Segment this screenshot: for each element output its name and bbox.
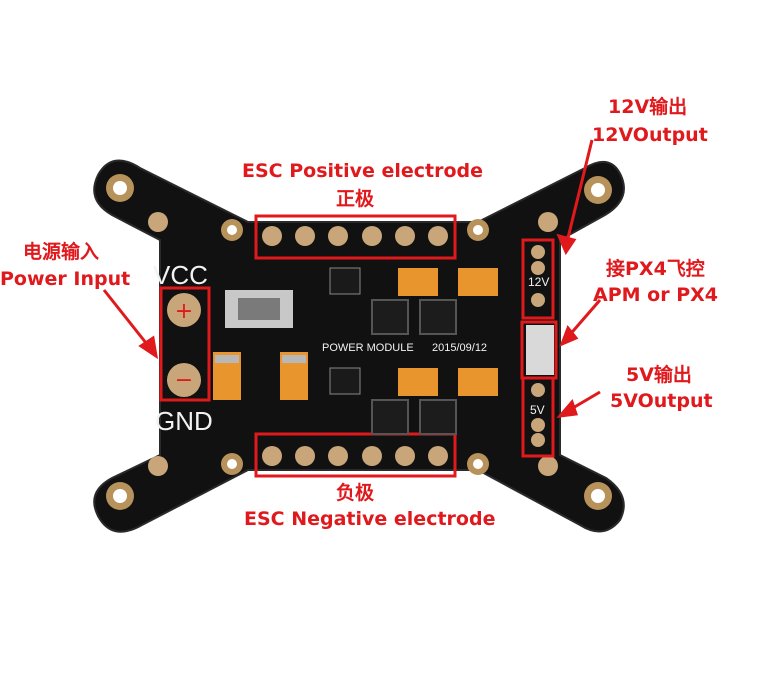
esc-negative-pads — [262, 446, 448, 466]
out5-box — [521, 376, 555, 458]
pcb-board — [93, 159, 625, 533]
esc-positive-pads — [262, 226, 448, 246]
out12-cn-label: 12V输出 — [608, 96, 688, 118]
px4-label: APM or PX4 — [593, 284, 718, 306]
gnd-label: GND — [155, 406, 213, 436]
esc-positive-cn-label: 正极 — [336, 188, 375, 210]
out12-label: 12VOutput — [592, 124, 708, 146]
v5-label: 5V — [530, 403, 545, 417]
esc-positive-box — [254, 214, 457, 260]
power-input-pads: + − — [167, 293, 201, 397]
mount-holes — [106, 174, 612, 510]
px4-cn-label: 接PX4飞控 — [606, 258, 705, 280]
components — [213, 267, 498, 435]
out12-box — [521, 238, 555, 320]
date-label: 2015/09/12 — [432, 342, 488, 354]
module-label: POWER MODULE — [322, 342, 414, 354]
out5-cn-label: 5V输出 — [626, 364, 692, 386]
power-input-cn-label: 电源输入 — [23, 241, 100, 263]
out5-label: 5VOutput — [610, 390, 713, 412]
esc-negative-cn-label: 负极 — [336, 482, 375, 504]
vcc-label: VCC — [153, 260, 208, 290]
svg-text:−: − — [175, 368, 193, 393]
svg-text:+: + — [175, 299, 193, 324]
esc-negative-label: ESC Negative electrode — [244, 508, 496, 530]
arrows — [102, 139, 602, 418]
esc-negative-box — [254, 432, 457, 478]
esc-positive-label: ESC Positive electrode — [242, 160, 484, 182]
output-pads — [526, 245, 554, 447]
power-input-label: Power Input — [0, 268, 131, 290]
power-input-box — [159, 286, 211, 402]
v12-label: 12V — [528, 275, 550, 289]
